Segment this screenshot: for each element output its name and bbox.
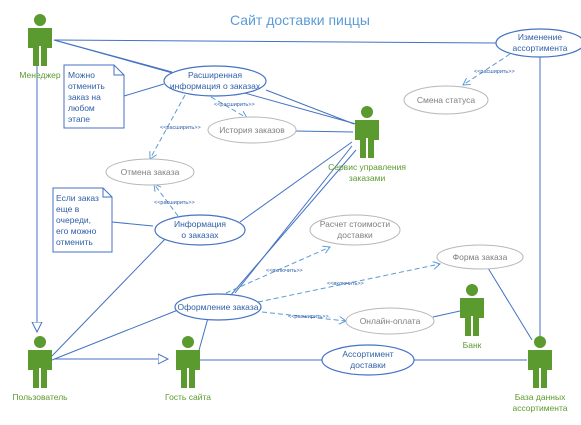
- actor-order-service[interactable]: Сервис управления заказами: [328, 106, 406, 183]
- use-case-cancel-order[interactable]: Отмена заказа: [105, 158, 195, 186]
- svg-text:Онлайн-оплата: Онлайн-оплата: [360, 316, 421, 326]
- use-case-delivery-assortment[interactable]: Ассортимент доставки: [321, 344, 415, 376]
- note-queue: Если заказ еще в очереди, его можно отме…: [52, 187, 113, 253]
- svg-text:Сервис управления: Сервис управления: [328, 162, 406, 172]
- svg-text:Если заказ: Если заказ: [56, 193, 99, 203]
- use-case-change-assortment[interactable]: Изменение ассортимента: [495, 28, 581, 58]
- svg-text:История заказов: История заказов: [219, 125, 285, 135]
- svg-text:Оформление заказа: Оформление заказа: [178, 302, 259, 312]
- svg-text:Менеджер: Менеджер: [19, 70, 61, 80]
- svg-text:доставки: доставки: [350, 360, 386, 370]
- svg-text:Гость сайта: Гость сайта: [165, 392, 211, 402]
- note-manager: Можно отменить заказ на любом этапе: [63, 64, 125, 129]
- use-case-order-info[interactable]: Информация о заказах: [154, 214, 246, 246]
- svg-text:Банк: Банк: [463, 340, 482, 350]
- use-case-order-form[interactable]: Форма заказа: [436, 244, 524, 270]
- dependency-lines: [150, 53, 511, 321]
- svg-text:информация о заказах: информация о заказах: [170, 81, 261, 91]
- svg-text:ассортимента: ассортимента: [512, 403, 567, 413]
- use-case-place-order[interactable]: Оформление заказа: [174, 293, 262, 321]
- svg-text:Расширенная: Расширенная: [188, 70, 243, 80]
- svg-text:очереди,: очереди,: [56, 215, 91, 225]
- extend-label-status: <<расширить>>: [474, 69, 515, 75]
- svg-text:Ассортимент: Ассортимент: [342, 349, 393, 359]
- svg-text:этапе: этапе: [68, 114, 90, 124]
- svg-text:заказ на: заказ на: [68, 92, 101, 102]
- person-icon: [528, 336, 552, 388]
- svg-text:заказами: заказами: [349, 173, 386, 183]
- use-case-order-history[interactable]: История заказов: [207, 116, 297, 144]
- svg-text:о заказах: о заказах: [181, 230, 219, 240]
- svg-text:доставки: доставки: [337, 230, 373, 240]
- extend-label-cancel-bottom: <<расширить>>: [154, 200, 195, 206]
- svg-text:Форма заказа: Форма заказа: [453, 252, 508, 262]
- use-case-online-payment[interactable]: Онлайн-оплата: [345, 307, 435, 335]
- extend-label-history: <<расширить>>: [214, 102, 255, 108]
- svg-text:отменить: отменить: [56, 237, 93, 247]
- extend-label-cancel-top: <<расширить>>: [160, 125, 201, 131]
- extend-label-payment: <<расширить>>.: [288, 314, 331, 320]
- svg-text:Отмена заказа: Отмена заказа: [121, 167, 180, 177]
- person-icon: [176, 336, 200, 388]
- svg-text:его можно: его можно: [56, 226, 97, 236]
- person-icon: [355, 106, 379, 158]
- actor-assortment-db[interactable]: База данных ассортимента: [512, 336, 568, 413]
- svg-text:Информация: Информация: [174, 219, 226, 229]
- svg-text:Расчет стоимости: Расчет стоимости: [320, 219, 391, 229]
- svg-text:База данных: База данных: [515, 392, 566, 402]
- svg-text:еще в: еще в: [56, 204, 80, 214]
- actor-user[interactable]: Пользователь: [12, 336, 68, 402]
- actor-manager[interactable]: Менеджер: [19, 14, 61, 80]
- actor-guest[interactable]: Гость сайта: [165, 336, 211, 402]
- actor-bank[interactable]: Банк: [460, 284, 484, 350]
- svg-text:Пользователь: Пользователь: [12, 392, 68, 402]
- use-case-cost-calc[interactable]: Расчет стоимости доставки: [309, 214, 401, 246]
- svg-text:ассортимента: ассортимента: [512, 43, 567, 53]
- svg-text:Изменение: Изменение: [518, 32, 562, 42]
- svg-text:отменить: отменить: [68, 81, 105, 91]
- person-icon: [28, 336, 52, 388]
- include-label-form: <<включить>>: [327, 281, 364, 287]
- use-case-status-change[interactable]: Смена статуса: [403, 85, 489, 115]
- include-label-cost: <<включить>>: [266, 268, 303, 274]
- person-icon: [28, 14, 52, 66]
- svg-text:Смена статуса: Смена статуса: [417, 95, 475, 105]
- person-icon: [460, 284, 484, 336]
- svg-text:Можно: Можно: [68, 70, 95, 80]
- use-case-extended-info[interactable]: Расширенная информация о заказах: [163, 65, 267, 97]
- diagram-title: Сайт доставки пиццы: [230, 12, 370, 28]
- svg-text:любом: любом: [68, 103, 95, 113]
